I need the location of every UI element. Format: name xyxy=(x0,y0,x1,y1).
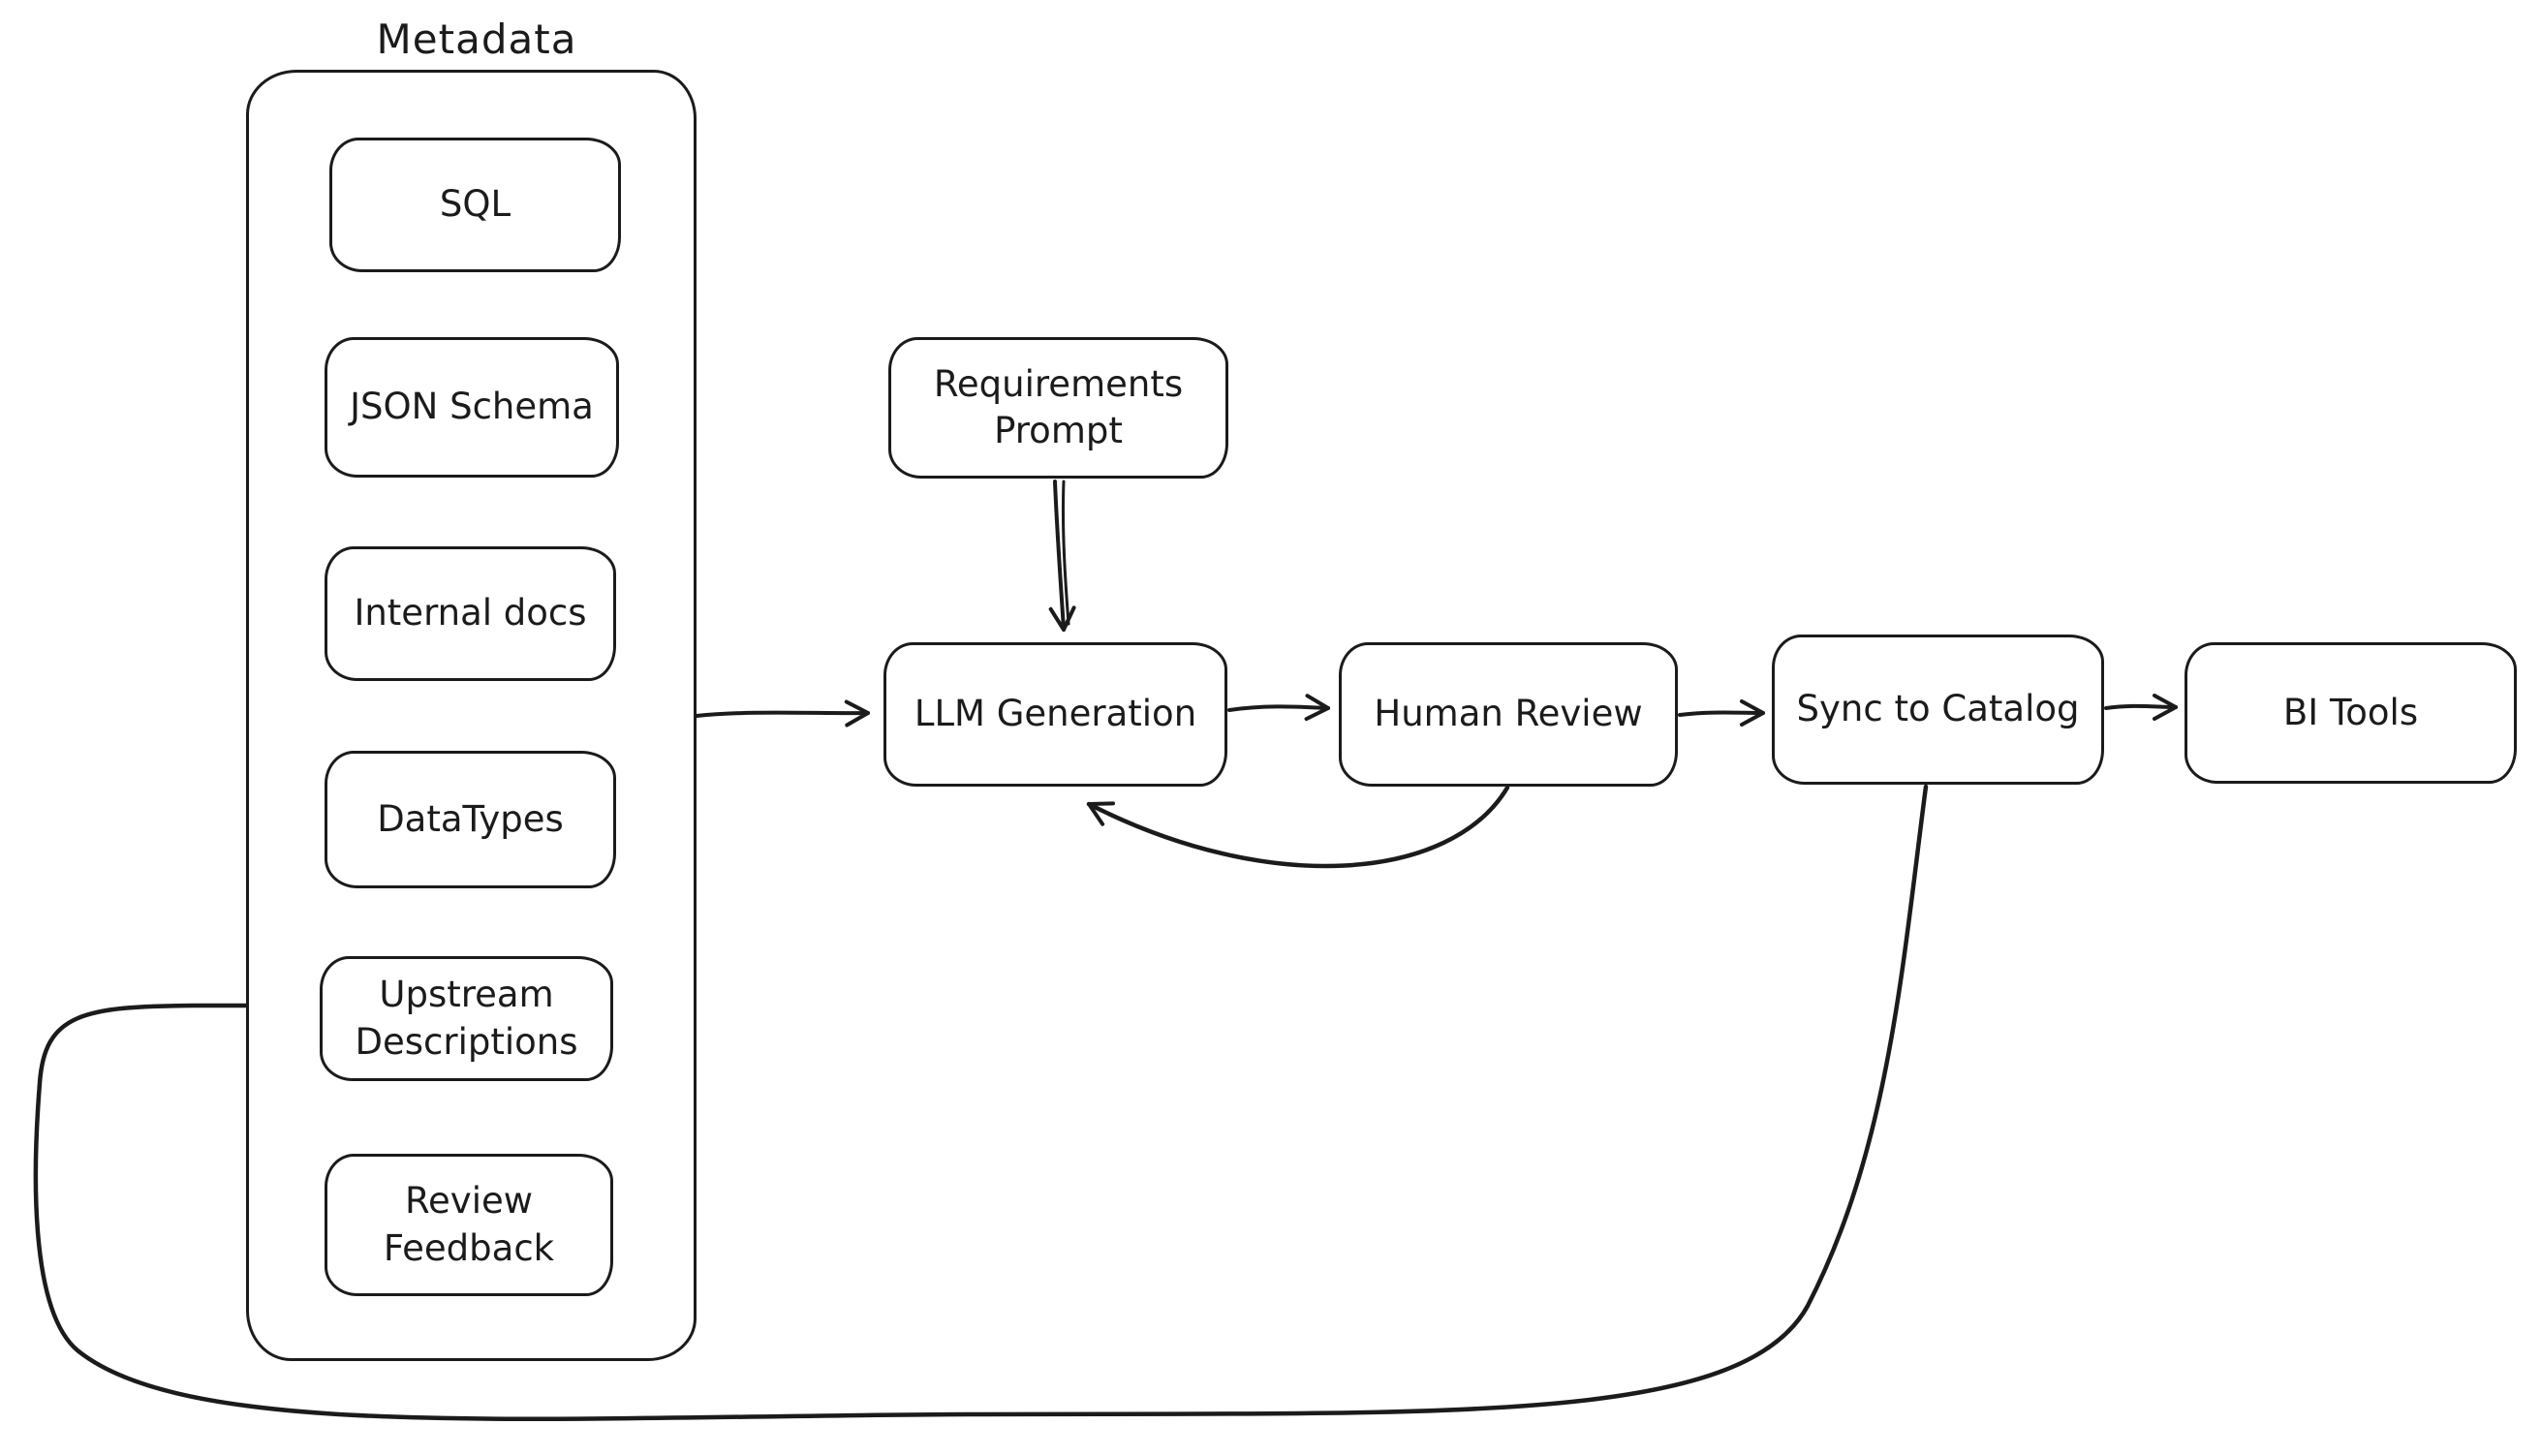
node-internal-docs: Internal docs xyxy=(325,546,616,681)
arrow-human-review-to-sync-to-catalog xyxy=(1678,698,1765,727)
arrow-metadata-to-llm-generation xyxy=(695,699,870,728)
node-requirements-prompt: Requirements Prompt xyxy=(888,337,1228,479)
node-json-schema: JSON Schema xyxy=(325,337,619,478)
node-upstream-descriptions: Upstream Descriptions xyxy=(320,956,613,1081)
metadata-group-label: Metadata xyxy=(376,15,577,63)
node-datatypes: DataTypes xyxy=(325,751,616,888)
node-bi-tools: BI Tools xyxy=(2185,642,2517,784)
arrow-sync-to-catalog-to-upstream-descriptions xyxy=(33,784,1929,1422)
metadata-group-frame xyxy=(246,70,697,1361)
node-review-feedback: Review Feedback xyxy=(325,1154,613,1296)
arrow-sync-to-catalog-to-bi-tools xyxy=(2104,693,2178,721)
arrow-llm-generation-to-human-review xyxy=(1227,694,1330,722)
arrow-requirements-prompt-to-llm-generation xyxy=(1048,480,1076,632)
node-sync-to-catalog: Sync to Catalog xyxy=(1772,635,2104,785)
arrow-human-review-to-llm-generation-feedback xyxy=(1086,785,1510,869)
node-sql: SQL xyxy=(329,138,621,272)
node-human-review: Human Review xyxy=(1339,642,1678,787)
arrow-requirements-prompt-to-llm-generation-sketch xyxy=(1061,480,1070,626)
node-llm-generation: LLM Generation xyxy=(883,642,1227,787)
